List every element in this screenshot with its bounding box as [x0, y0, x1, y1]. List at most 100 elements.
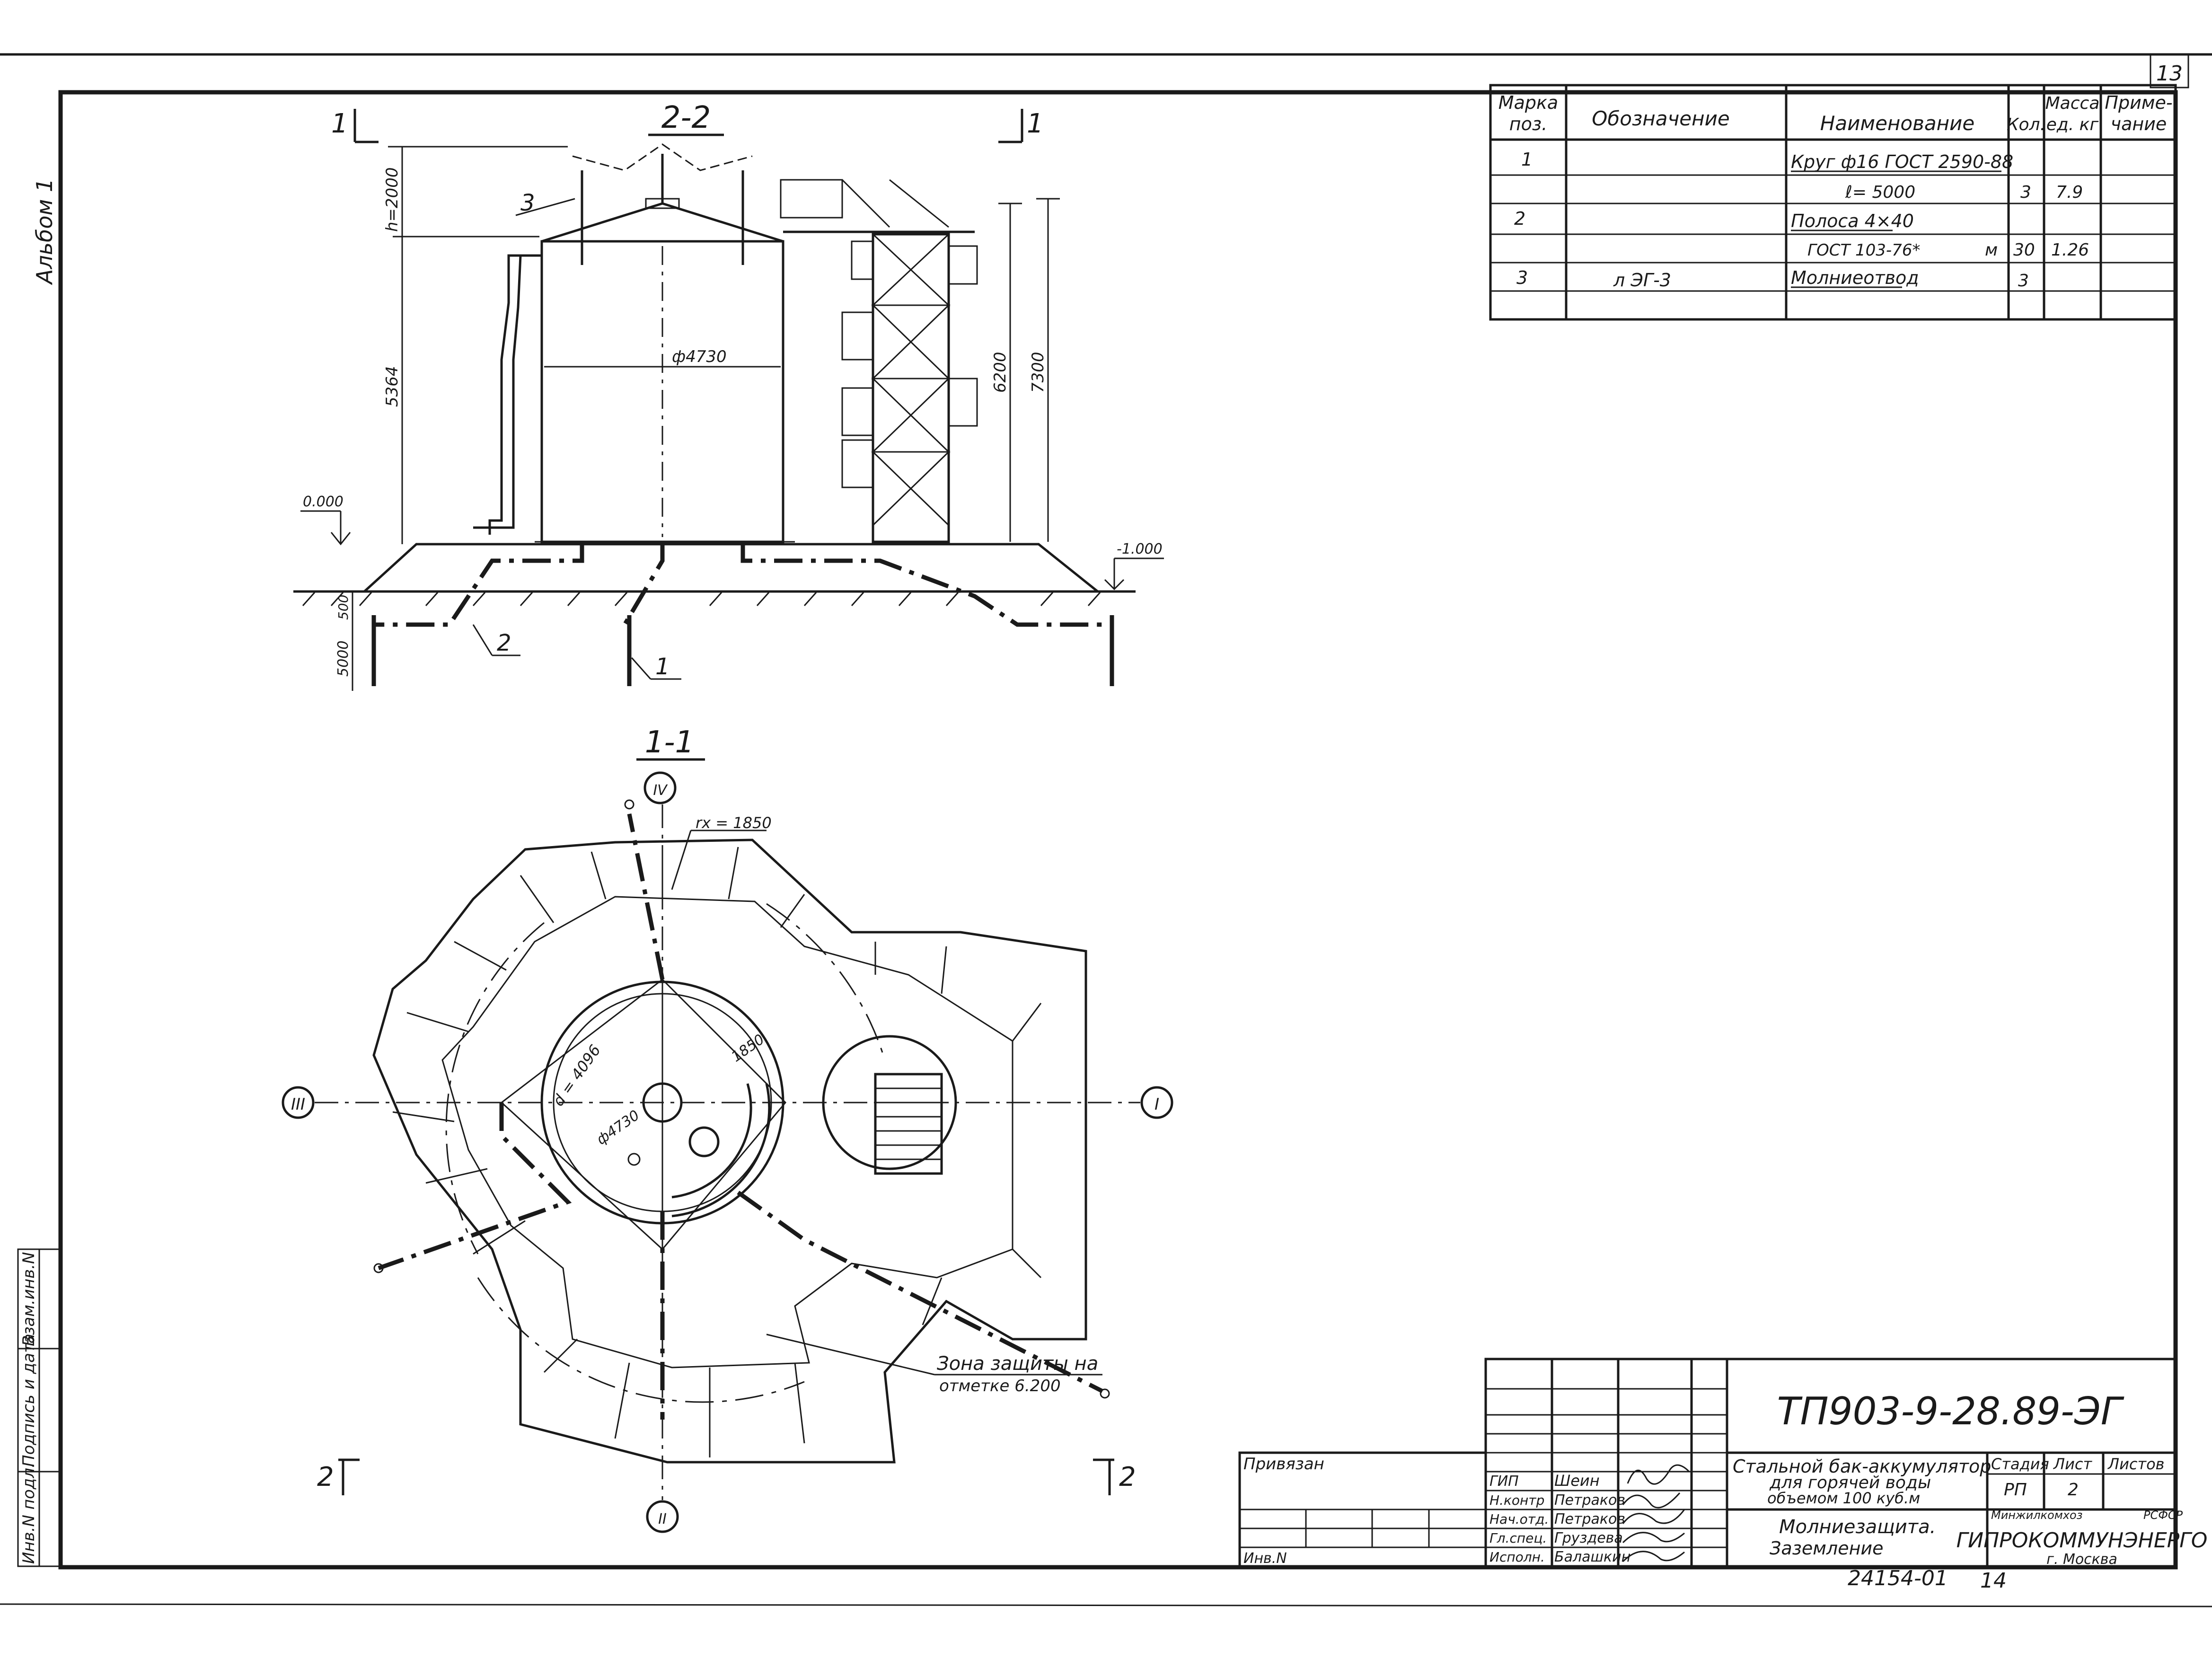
spec-header-mass-2: ед. кг [2046, 115, 2099, 134]
name-n-kontr: Петраков [1554, 1492, 1625, 1509]
spec-row3-name: Полоса 4×40 [1791, 211, 1914, 231]
role-ispoln: Исполн. [1489, 1549, 1545, 1565]
level-minus-one: -1.000 [1117, 541, 1163, 557]
role-gl-spec: Гл.спец. [1489, 1530, 1547, 1546]
spec-row5-name: Молниеотвод [1791, 267, 1919, 288]
spec-header-designation: Обозначение [1592, 107, 1729, 130]
object-line1: Стальной бак-аккумулятор [1733, 1456, 1991, 1477]
bottom-number: 24154-01 [1848, 1566, 1948, 1590]
sheet-title-line1: Молниезащита. [1779, 1516, 1936, 1538]
page-number: 13 [2156, 62, 2183, 86]
inv-no-label: Инв.N [1243, 1550, 1287, 1567]
spec-header-qty: Кол. [2007, 115, 2045, 134]
name-ispoln: Балашкин [1554, 1549, 1630, 1565]
role-nach-otd: Нач.отд. [1489, 1511, 1549, 1527]
spec-header-mark-1: Марка [1498, 92, 1558, 113]
privyazan-label: Привязан [1243, 1455, 1324, 1474]
spec-row2-qty: 3 [2020, 183, 2031, 202]
tank-diameter-label: ф4730 [672, 347, 727, 366]
cut-mark-2-left: 2 [317, 1462, 334, 1492]
strip-vzam-inv: Взам.инв.N [19, 1252, 38, 1346]
protection-zone [445, 922, 545, 1254]
spec-row5-designation: л ЭГ-3 [1613, 270, 1671, 291]
axis-label-I: I [1154, 1095, 1159, 1114]
spec-row1-mark: 1 [1521, 149, 1533, 170]
axis-bubble-IV [643, 771, 677, 804]
signatures [1622, 1464, 1690, 1562]
dim-rx-1850: rx = 1850 [696, 814, 772, 832]
spec-row2-mass: 7.9 [2056, 183, 2083, 202]
section-1-1: 1-1 [282, 725, 1173, 1533]
strip-inv-podl: Инв.N подл. [19, 1463, 38, 1564]
level-zero: 0.000 [303, 494, 344, 510]
dim-7300: 7300 [1029, 352, 1048, 393]
bottom-number-2: 14 [1980, 1569, 2007, 1593]
axis-label-II: II [658, 1511, 667, 1527]
cut-mark-1-left: 1 [331, 108, 348, 139]
axis-bubble-III [282, 1086, 315, 1119]
role-gip: ГИП [1489, 1473, 1519, 1490]
cut-mark-1-right: 1 [1027, 108, 1044, 139]
sheet-title-line2: Заземление [1770, 1538, 1884, 1559]
spec-row4-unit: м [1985, 240, 1998, 260]
spec-row4-mass: 1.26 [2051, 240, 2089, 260]
axis-bubble-I [1140, 1086, 1173, 1119]
name-gip: Шеин [1554, 1472, 1600, 1490]
axis-label-IV: IV [653, 782, 668, 799]
sheets-label: Листов [2107, 1455, 2165, 1473]
sheet-frame: 13 Альбом 1 [0, 53, 2212, 1607]
object-line3: объемом 100 куб.м [1767, 1489, 1920, 1507]
dim-6200: 6200 [991, 352, 1010, 393]
title-block: ТП903-9-28.89-ЭГ ГИП Н.контр Нач.отд. Гл… [1238, 1358, 2208, 1593]
cut-mark-2-right: 2 [1119, 1462, 1136, 1492]
spec-header-name: Наименование [1820, 112, 1974, 135]
spec-header-note-1: Приме- [2105, 92, 2172, 113]
ministry-label: Минжилкомхоз [1991, 1509, 2083, 1522]
stage-label: Стадия [1991, 1455, 2049, 1473]
spec-row1-name: Круг ф16 ГОСТ 2590-88 [1791, 151, 2013, 172]
section-2-2: 2-2 1 1 ф4730 3 [293, 100, 1164, 691]
callout-2: 2 [497, 630, 511, 656]
album-label: Альбом 1 [32, 178, 57, 285]
dim-h2000: h=2000 [383, 167, 402, 232]
stage-value: РП [2004, 1480, 2027, 1500]
section-1-1-title: 1-1 [645, 725, 695, 760]
zone-label-line1: Зона защиты на [937, 1353, 1098, 1375]
dim-5364: 5364 [383, 366, 402, 407]
axis-label-III: III [291, 1095, 305, 1114]
zone-label-line2: отметке 6.200 [939, 1377, 1061, 1395]
spec-header-mark-2: поз. [1509, 114, 1547, 134]
spec-header-note-2: чание [2111, 114, 2167, 134]
doc-code: ТП903-9-28.89-ЭГ [1777, 1389, 2124, 1433]
spec-row4-qty: 30 [2013, 240, 2035, 260]
name-gl-spec: Груздева [1554, 1530, 1623, 1546]
spec-row2-name: ℓ= 5000 [1845, 183, 1915, 202]
spec-header-mass-1: Масса [2045, 94, 2100, 113]
republic-label: РСФСР [2143, 1509, 2183, 1522]
role-n-kontr: Н.контр [1489, 1492, 1544, 1508]
dim-tank-4730: ф4730 [594, 1107, 643, 1148]
foundation [363, 543, 1099, 592]
stair-tower [780, 179, 978, 543]
name-nach-otd: Петраков [1554, 1511, 1625, 1527]
section-2-2-title: 2-2 [661, 100, 711, 135]
city-label: г. Москва [2046, 1551, 2117, 1568]
object-line2: для горячей воды [1769, 1473, 1931, 1492]
organization-name: ГИПРОКОММУНЭНЕРГО [1956, 1528, 2208, 1553]
spec-row5-mark: 3 [1516, 267, 1528, 288]
dim-5000: 5000 [335, 641, 352, 677]
left-strip: Инв.N подл. Подпись и дата Взам.инв.N [17, 1248, 62, 1567]
dim-500: 500 [335, 595, 351, 620]
spec-row4-name: ГОСТ 103-76* [1807, 241, 1920, 260]
embankment-outer [372, 838, 1087, 1464]
spec-row3-mark: 2 [1514, 208, 1525, 229]
sheet-label: Лист [2053, 1455, 2092, 1473]
specification-table: Марка поз. Обозначение Наименование Кол.… [1489, 84, 2177, 321]
callout-1: 1 [655, 653, 670, 680]
strip-signature-date: Подпись и дата [19, 1333, 38, 1467]
grounding-strip [374, 542, 584, 627]
axis-bubble-II [646, 1500, 679, 1533]
tank-roof [541, 202, 784, 243]
sheet-no-value: 2 [2068, 1480, 2079, 1500]
